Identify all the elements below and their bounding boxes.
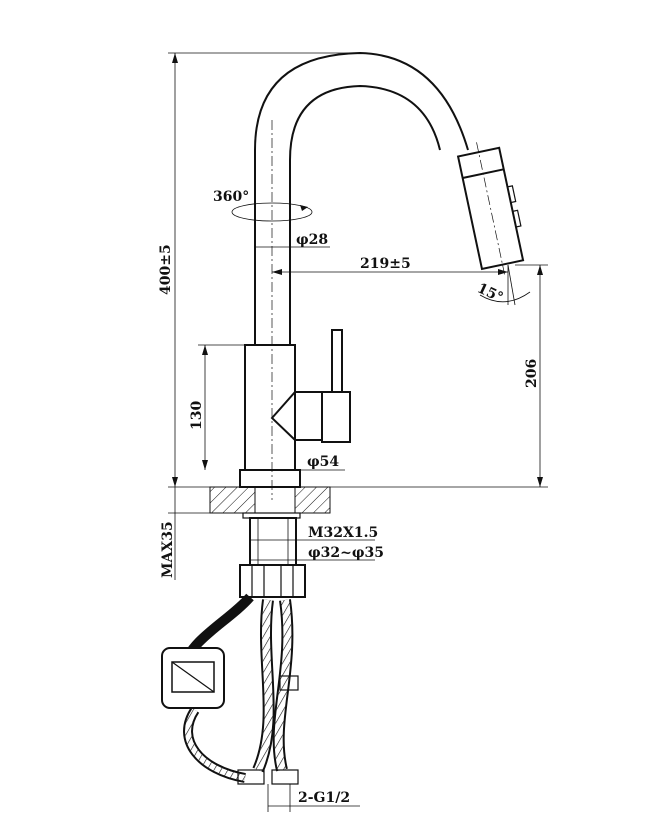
spout-height-label: 206 bbox=[524, 359, 540, 388]
body-height-dimension: 130 bbox=[189, 344, 245, 470]
countertop-section bbox=[168, 486, 548, 514]
spout-height-dimension: 206 bbox=[515, 264, 548, 487]
rotation-label: 360° bbox=[213, 189, 249, 205]
deck-thickness-dimension: MAX35 bbox=[160, 487, 176, 580]
pipe-diameter-dimension: φ28 bbox=[255, 232, 330, 248]
max-thickness-label: MAX35 bbox=[160, 521, 176, 578]
pipe-diameter-label: φ28 bbox=[296, 232, 328, 248]
total-height-label: 400±5 bbox=[158, 244, 174, 295]
reach-label: 219±5 bbox=[360, 256, 411, 272]
mounting-shank: M32X1.5 φ32~φ35 bbox=[239, 512, 384, 598]
inlet-dimension: 2-G1/2 bbox=[267, 784, 360, 812]
spout bbox=[254, 51, 525, 500]
body-height-label: 130 bbox=[189, 401, 205, 430]
base-diameter-dimension: φ54 bbox=[240, 454, 345, 471]
thread-label: M32X1.5 bbox=[308, 525, 378, 541]
inlet-label: 2-G1/2 bbox=[298, 790, 350, 806]
base-diameter-label: φ54 bbox=[307, 454, 339, 470]
reach-dimension: 219±5 bbox=[272, 256, 508, 275]
hose-weight bbox=[161, 647, 225, 709]
spray-head bbox=[456, 142, 525, 275]
hoses bbox=[161, 593, 299, 785]
height-dimension: 400±5 bbox=[158, 52, 365, 487]
hole-diameter-label: φ32~φ35 bbox=[308, 545, 384, 561]
rotation-indicator: 360° bbox=[213, 189, 313, 222]
